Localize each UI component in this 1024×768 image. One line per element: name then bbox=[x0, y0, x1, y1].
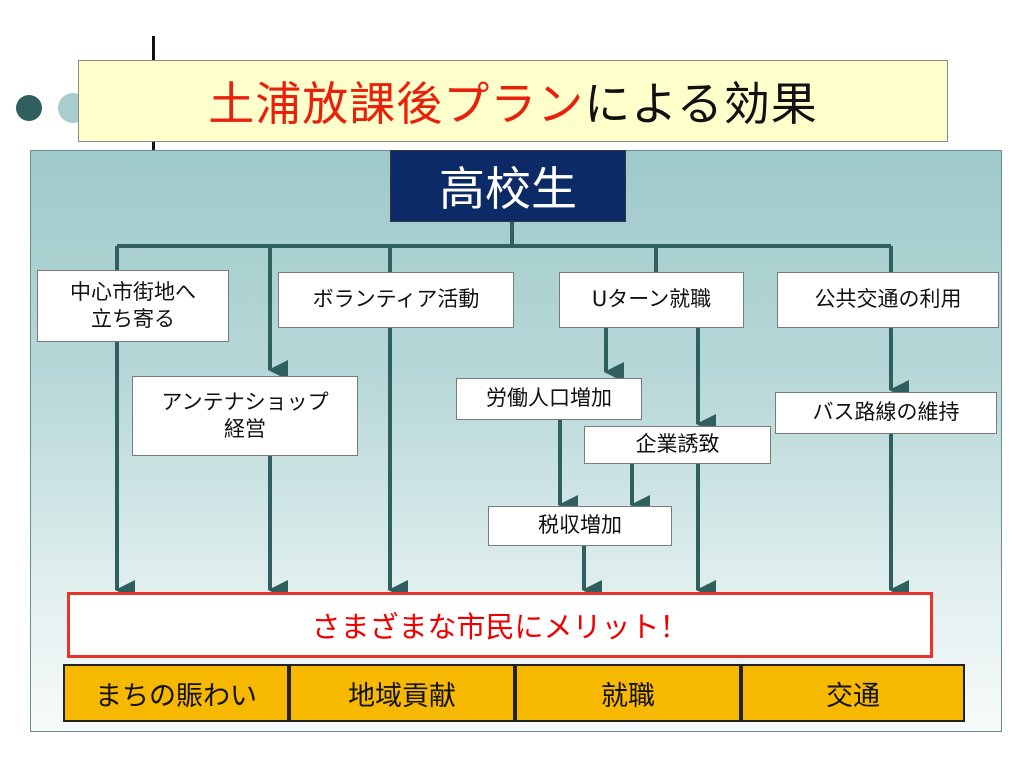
node-bus: バス路線の維持 bbox=[775, 392, 997, 434]
node-enterprise: 企業誘致 bbox=[584, 426, 771, 464]
rule-line-top bbox=[152, 36, 155, 62]
node-tax: 税収増加 bbox=[488, 506, 672, 546]
merit-box: さまざまな市民にメリット！ bbox=[67, 592, 933, 658]
root-node: 高校生 bbox=[390, 150, 626, 222]
slide-title: 土浦放課後プランによる効果 bbox=[78, 60, 948, 142]
node-antenna: アンテナショップ 経営 bbox=[132, 376, 358, 456]
bullet-dot-dark bbox=[16, 95, 42, 121]
node-volunteer: ボランティア活動 bbox=[278, 272, 514, 328]
node-labor: 労働人口増加 bbox=[456, 378, 642, 420]
node-downtown: 中心市街地へ 立ち寄る bbox=[37, 270, 229, 342]
result-employment: 就職 bbox=[515, 664, 741, 722]
title-highlight: 土浦放課後プラン bbox=[208, 77, 585, 131]
result-liveliness: まちの賑わい bbox=[63, 664, 289, 722]
node-transit: 公共交通の利用 bbox=[777, 272, 999, 328]
node-uturn: Uターン就職 bbox=[559, 272, 744, 328]
title-rest: による効果 bbox=[584, 77, 818, 131]
rule-line-bottom bbox=[152, 140, 155, 154]
result-community: 地域貢献 bbox=[289, 664, 515, 722]
result-transport: 交通 bbox=[741, 664, 965, 722]
